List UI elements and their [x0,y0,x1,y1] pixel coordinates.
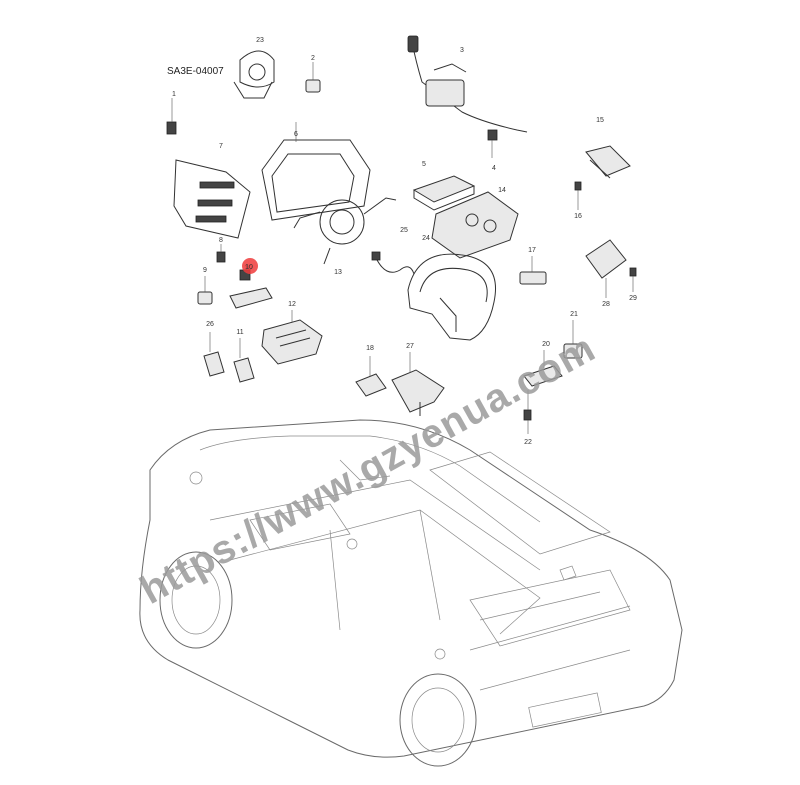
part-27-module [391,352,445,416]
callout-6: 6 [294,131,298,138]
callout-26: 26 [206,321,214,328]
callout-14: 14 [498,187,506,194]
callout-16: 16 [574,213,582,220]
part-11-switch [233,338,255,383]
part-22-bolt [523,390,532,434]
callout-24: 24 [422,235,430,242]
part-3-harness [407,35,528,133]
callout-23: 23 [256,37,264,44]
callout-15: 15 [596,117,604,124]
callout-13: 13 [334,269,342,276]
part-23-horn [233,50,275,99]
part-13-steering-switch [293,197,397,265]
part-21-switch [563,320,583,359]
part-4-clip [487,129,498,158]
callout-20: 20 [542,341,550,348]
part-14-control-panel [431,191,519,259]
callout-1: 1 [172,91,176,98]
part-18-sensor [355,356,387,397]
diagram-code: SA3E-04007 [167,66,224,77]
callout-2: 2 [311,55,315,62]
part-9-switch [197,276,213,305]
part-2-switch [305,62,321,93]
part-26-switch [203,332,225,377]
callout-17: 17 [528,247,536,254]
part-28-module [585,239,627,298]
callout-25: 25 [400,227,408,234]
callout-18: 18 [366,345,374,352]
part-15-bracket [585,145,631,179]
part-5-module [412,175,476,211]
callout-28: 28 [602,301,610,308]
part-17-switch [519,256,547,285]
part-6-cluster-frame [261,122,371,221]
callout-3: 3 [460,47,464,54]
callout-5: 5 [422,161,426,168]
callout-9: 9 [203,267,207,274]
callout-7: 7 [219,143,223,150]
part-29-bolt [629,267,637,292]
watermark: https://www.gzyenua.com [133,326,603,613]
part-24-steering-wheel [407,253,496,341]
part-12-switch-block [261,310,323,365]
part-8-sensor [216,244,226,263]
callout-11: 11 [236,329,243,336]
callout-27: 27 [406,343,414,350]
callout-29: 29 [629,295,637,302]
part-1-bolt [166,98,177,135]
callout-22: 22 [524,439,532,446]
callout-21: 21 [570,311,578,318]
callout-8: 8 [219,237,223,244]
vehicle-outline [139,419,683,767]
highlighted-callout: 10 [245,264,253,271]
part-10-switch-panel [229,269,273,309]
highlight-marker [242,258,258,274]
part-20-switch [523,350,563,387]
part-25-harness [371,251,415,275]
part-7-module [173,159,251,239]
callout-4: 4 [492,165,496,172]
callout-12: 12 [288,301,296,308]
part-16-bolt [574,181,582,210]
